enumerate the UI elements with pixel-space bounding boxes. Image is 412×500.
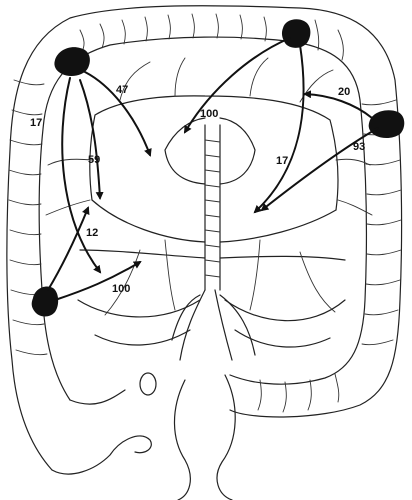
colon-outer-wall xyxy=(6,5,403,471)
label-17-left: 17 xyxy=(30,117,42,129)
arrow-12 xyxy=(47,206,90,291)
arcade-upper xyxy=(89,95,339,211)
labels: 47 17 59 12 100 100 20 93 17 xyxy=(30,84,365,295)
label-12: 12 xyxy=(86,227,98,239)
ileocecal-valve xyxy=(139,372,157,396)
arrow-17-right xyxy=(253,44,305,214)
arcade-branches xyxy=(45,57,373,316)
label-100-top: 100 xyxy=(200,108,218,120)
tumor-cecum xyxy=(31,286,59,317)
tumor-splenic-flexure xyxy=(281,19,311,48)
label-20: 20 xyxy=(338,86,350,98)
arrow-17-left xyxy=(61,77,102,274)
tumor-descending xyxy=(368,110,405,139)
arcade-lower xyxy=(77,299,346,348)
arrow-47 xyxy=(84,71,152,157)
ima-branches xyxy=(171,289,256,361)
arrow-100-cecum xyxy=(54,260,142,301)
mesenteric-vessels xyxy=(45,57,373,361)
label-59: 59 xyxy=(88,154,100,166)
label-47: 47 xyxy=(116,84,128,96)
arrow-100-splenic xyxy=(183,37,291,134)
aorta-stripes xyxy=(204,139,221,278)
aorta-trunk xyxy=(204,124,221,291)
tumors xyxy=(31,19,405,317)
arrow-59 xyxy=(79,79,104,200)
colon-outline xyxy=(6,5,403,500)
arcade-middle xyxy=(79,199,346,261)
label-93: 93 xyxy=(353,141,365,153)
label-17-right: 17 xyxy=(276,155,288,167)
rectum xyxy=(173,374,236,500)
label-100-cecum: 100 xyxy=(112,283,130,295)
haustra-bottom xyxy=(257,373,340,413)
tumor-hepatic-flexure xyxy=(54,47,90,76)
arrow-20 xyxy=(303,90,373,119)
transverse-loop xyxy=(164,117,256,185)
drainage-arrows xyxy=(47,37,379,301)
cecum-appendix xyxy=(51,389,152,475)
haustra-top xyxy=(79,13,344,61)
colon-inner-wall xyxy=(38,36,367,401)
arrow-93 xyxy=(260,127,379,212)
haustra-left xyxy=(8,79,48,356)
